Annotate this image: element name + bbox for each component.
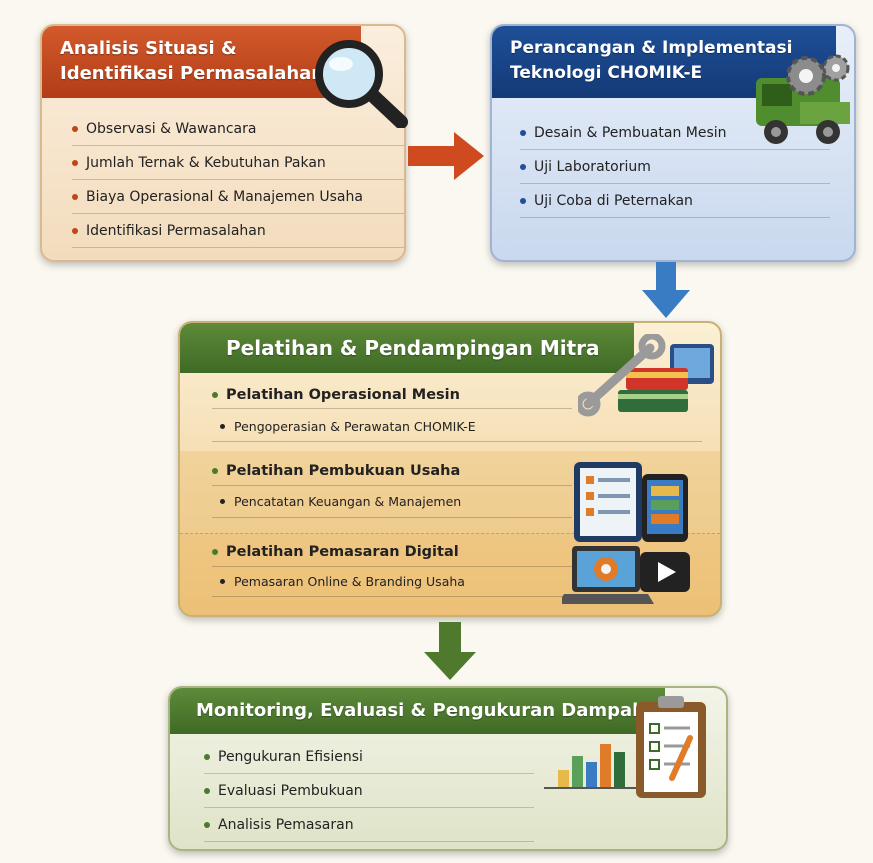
design-list: Desain & Pembuatan Mesin Uji Laboratoriu… [520, 116, 830, 218]
group-heading: Pelatihan Pemasaran Digital [212, 544, 459, 560]
group-heading: Pelatihan Operasional Mesin [212, 387, 460, 403]
list-item: Pengukuran Efisiensi [204, 740, 534, 774]
list-item: Identifikasi Permasalahan [72, 214, 404, 248]
machine-gear-icon [756, 54, 850, 144]
training-section-machine: Pelatihan Operasional Mesin Pengoperasia… [180, 373, 720, 471]
list-item: Biaya Operasional & Manajemen Usaha [72, 180, 404, 214]
arrow-down-icon [642, 262, 690, 318]
group-sub: Pencatatan Keuangan & Manajemen [220, 494, 461, 509]
design-title-line2: Teknologi CHOMIK-E [510, 63, 703, 83]
laptop-video-icon [562, 546, 690, 604]
list-item: Evaluasi Pembukuan [204, 774, 534, 808]
analysis-title-line1: Analisis Situasi & [60, 38, 237, 59]
magnifier-icon [315, 40, 408, 128]
tablet-phone-icon [574, 462, 688, 542]
arrow-down-icon [424, 622, 476, 680]
arrow-right-icon [408, 132, 484, 180]
monitoring-header: Monitoring, Evaluasi & Pengukuran Dampak [170, 688, 665, 734]
training-header: Pelatihan & Pendampingan Mitra [180, 323, 634, 373]
list-item: Uji Coba di Peternakan [520, 184, 830, 218]
list-item: Jumlah Ternak & Kebutuhan Pakan [72, 146, 404, 180]
analysis-header: Analisis Situasi & Identifikasi Permasal… [42, 26, 361, 98]
monitoring-list: Pengukuran Efisiensi Evaluasi Pembukuan … [204, 740, 534, 842]
analysis-list: Observasi & Wawancara Jumlah Ternak & Ke… [72, 112, 404, 248]
design-title-line1: Perancangan & Implementasi [510, 38, 793, 58]
group-sub: Pengoperasian & Perawatan CHOMIK-E [220, 419, 476, 434]
group-sub: Pemasaran Online & Branding Usaha [220, 574, 465, 589]
clipboard-chart-icon [544, 696, 706, 798]
list-item: Desain & Pembuatan Mesin [520, 116, 830, 150]
list-item: Observasi & Wawancara [72, 112, 404, 146]
monitoring-card: Monitoring, Evaluasi & Pengukuran Dampak… [168, 686, 728, 851]
training-card: Pelatihan Operasional Mesin Pengoperasia… [178, 321, 722, 617]
design-header: Perancangan & Implementasi Teknologi CHO… [492, 26, 836, 98]
list-item: Analisis Pemasaran [204, 808, 534, 842]
list-item: Uji Laboratorium [520, 150, 830, 184]
group-heading: Pelatihan Pembukuan Usaha [212, 463, 460, 479]
tools-icon [578, 334, 714, 417]
analysis-title-line2: Identifikasi Permasalahan [60, 63, 325, 84]
